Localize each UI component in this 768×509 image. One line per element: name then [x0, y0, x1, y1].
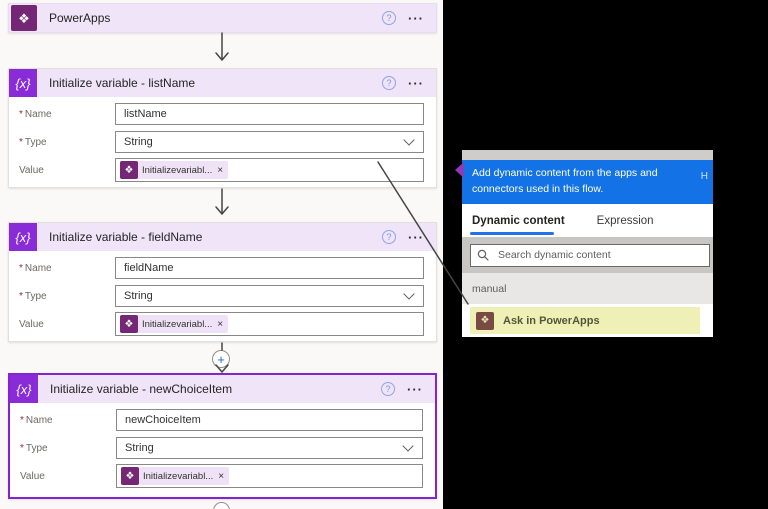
token-fragment-icon — [455, 162, 464, 178]
powerapps-token-icon: ❖ — [121, 467, 139, 485]
value-label: Value — [19, 318, 44, 330]
card-title: Initialize variable - listName — [49, 76, 196, 90]
type-dropdown-value: String — [125, 442, 154, 454]
flyout-banner-text: Add dynamic content from the apps and co… — [472, 167, 658, 196]
initialize-variable-icon: {x} — [9, 223, 37, 251]
flyout-top-strip — [462, 150, 713, 160]
powerapps-token-icon: ❖ — [120, 315, 138, 333]
card-title: Initialize variable - fieldName — [49, 230, 203, 244]
name-input[interactable] — [115, 257, 424, 279]
powerapps-icon: ❖ — [11, 5, 37, 31]
card-title: Initialize variable - newChoiceItem — [50, 382, 233, 396]
token-remove-icon[interactable]: × — [217, 164, 224, 176]
help-icon[interactable]: ? — [382, 230, 396, 244]
trigger-title: PowerApps — [49, 11, 111, 25]
search-box[interactable] — [470, 243, 710, 267]
initialize-variable-icon: {x} — [9, 69, 37, 97]
dynamic-content-item-ask-in-powerapps[interactable]: ❖ Ask in PowerApps — [470, 307, 700, 334]
card-header[interactable]: {x} Initialize variable - fieldName ? ··… — [9, 223, 436, 251]
dynamic-content-flyout: Add dynamic content from the apps and co… — [462, 150, 713, 337]
tab-dynamic-content[interactable]: Dynamic content — [472, 214, 565, 227]
section-header-manual: manual — [462, 273, 713, 304]
name-label: *Name — [20, 414, 53, 426]
chevron-down-icon — [403, 134, 415, 146]
value-label: Value — [19, 164, 44, 176]
type-label: *Type — [20, 442, 48, 454]
name-label: *Name — [19, 262, 52, 274]
action-card-initialize-variable-newchoiceitem[interactable]: {x} Initialize variable - newChoiceItem … — [8, 373, 437, 499]
card-header[interactable]: {x} Initialize variable - newChoiceItem … — [10, 375, 435, 403]
token-remove-icon[interactable]: × — [217, 318, 224, 330]
token-label: Initializevariabl... — [143, 470, 214, 482]
active-tab-underline — [470, 232, 554, 235]
type-dropdown-value: String — [124, 290, 153, 302]
insert-step-button[interactable]: + — [212, 350, 230, 368]
more-menu-icon[interactable]: ··· — [408, 10, 424, 26]
token-remove-icon[interactable]: × — [218, 470, 225, 482]
action-card-initialize-variable-listname[interactable]: {x} Initialize variable - listName ? ···… — [8, 68, 437, 188]
value-input[interactable]: ❖ Initializevariabl... × — [115, 312, 424, 336]
search-dynamic-content-input[interactable] — [496, 248, 703, 262]
help-icon[interactable]: ? — [381, 382, 395, 396]
chevron-down-icon — [403, 288, 415, 300]
more-menu-icon[interactable]: ··· — [408, 229, 424, 245]
token-label: Initializevariabl... — [142, 164, 213, 176]
item-label: Ask in PowerApps — [503, 314, 600, 327]
action-card-initialize-variable-fieldname[interactable]: {x} Initialize variable - fieldName ? ··… — [8, 222, 437, 342]
card-header[interactable]: {x} Initialize variable - listName ? ··· — [9, 69, 436, 97]
type-dropdown[interactable]: String — [115, 131, 424, 153]
name-input[interactable] — [116, 409, 423, 431]
type-label: *Type — [19, 290, 47, 302]
name-input[interactable] — [115, 103, 424, 125]
more-menu-icon[interactable]: ··· — [408, 75, 424, 91]
powerapps-token-icon: ❖ — [120, 161, 138, 179]
flyout-tabs: Dynamic content Expression — [462, 204, 713, 237]
trigger-card-powerapps[interactable]: ❖ PowerApps ? ··· — [8, 3, 437, 33]
more-menu-icon[interactable]: ··· — [407, 381, 423, 397]
dynamic-content-token[interactable]: ❖ Initializevariabl... × — [120, 315, 229, 333]
value-input[interactable]: ❖ Initializevariabl... × — [115, 158, 424, 182]
help-icon[interactable]: ? — [382, 76, 396, 90]
dynamic-content-token[interactable]: ❖ Initializevariabl... × — [121, 467, 230, 485]
search-band — [462, 237, 713, 273]
type-label: *Type — [19, 136, 47, 148]
type-dropdown[interactable]: String — [116, 437, 423, 459]
flyout-banner: Add dynamic content from the apps and co… — [462, 160, 713, 204]
flyout-banner-link-cut[interactable]: H — [700, 171, 708, 182]
chevron-down-icon — [402, 440, 414, 452]
value-input[interactable]: ❖ Initializevariabl... × — [116, 464, 423, 488]
search-icon — [477, 249, 489, 261]
type-dropdown-value: String — [124, 136, 153, 148]
value-label: Value — [20, 470, 45, 482]
type-dropdown[interactable]: String — [115, 285, 424, 307]
dynamic-content-token[interactable]: ❖ Initializevariabl... × — [120, 161, 229, 179]
name-label: *Name — [19, 108, 52, 120]
help-icon[interactable]: ? — [382, 11, 396, 25]
token-label: Initializevariabl... — [142, 318, 213, 330]
tab-expression[interactable]: Expression — [596, 214, 654, 227]
powerapps-item-icon: ❖ — [476, 311, 494, 330]
dynamic-content-list: ❖ Ask in PowerApps — [462, 304, 713, 337]
initialize-variable-icon: {x} — [10, 375, 38, 403]
